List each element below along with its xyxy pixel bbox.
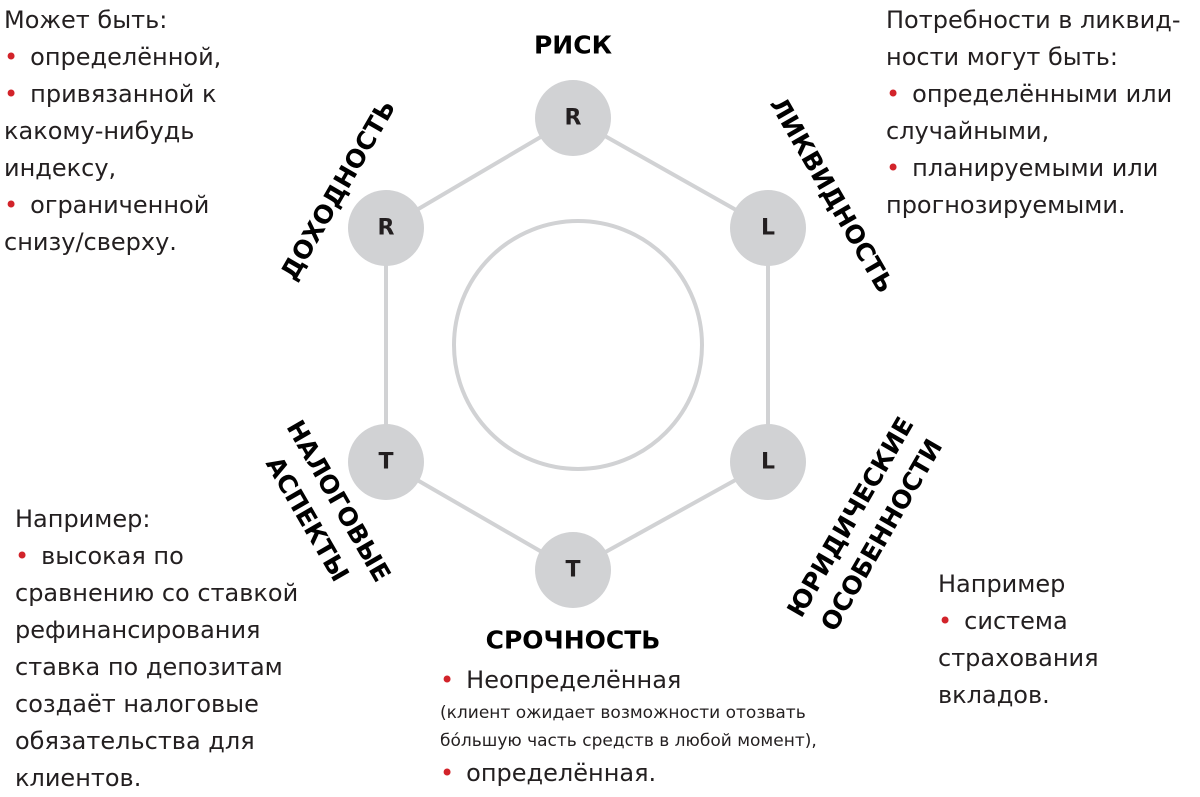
note-tax: Например: •высокая по сравнению со ставк…: [15, 501, 298, 797]
note-term-line: (клиент ожидает возможности отозвать: [440, 703, 806, 723]
bullet-icon: •: [886, 80, 901, 108]
note-term-line: •определённая.: [440, 759, 657, 787]
note-yield-line: •привязанной к: [4, 80, 217, 108]
note-legal-line: •система: [938, 607, 1068, 635]
note-yield-line: Может быть:: [4, 6, 168, 34]
note-tax-line: ставка по депозитам: [15, 653, 283, 681]
note-liquidity-line: Потребности в ликвид-: [886, 6, 1181, 34]
node-risk-letter: R: [565, 106, 582, 131]
note-liquidity-line: прогнозируемыми.: [886, 191, 1126, 219]
note-yield-line: индексу,: [4, 154, 117, 182]
note-legal-line: вкладов.: [938, 681, 1050, 709]
node-liquidity-letter: L: [761, 216, 775, 241]
note-tax-line: создаёт налоговые: [15, 690, 259, 718]
note-liquidity: Потребности в ликвид- ности могут быть: …: [886, 2, 1181, 224]
node-liquidity: L: [730, 190, 806, 266]
note-tax-line: клиентов.: [15, 764, 142, 792]
center-ring: [452, 219, 704, 471]
label-legal: ЮРИДИЧЕСКИЕ ОСОБЕННОСТИ: [781, 412, 948, 636]
note-liquidity-line: ности могут быть:: [886, 43, 1118, 71]
node-risk: R: [535, 80, 611, 156]
bullet-icon: •: [4, 80, 19, 108]
bullet-icon: •: [4, 43, 19, 71]
bullet-icon: •: [440, 666, 455, 694]
note-yield-line: какому-нибудь: [4, 117, 195, 145]
note-tax-line: Например:: [15, 505, 151, 533]
note-term: •Неопределённая (клиент ожидает возможно…: [440, 662, 817, 792]
note-term-line: •Неопределённая: [440, 666, 682, 694]
node-yield: R: [348, 190, 424, 266]
node-tax: T: [348, 424, 424, 500]
note-liquidity-line: •планируемыми или: [886, 154, 1159, 182]
note-tax-line: сравнению со ставкой: [15, 579, 299, 607]
note-yield-line: •ограниченной: [4, 191, 210, 219]
note-term-line: бóльшую часть средств в любой момент),: [440, 731, 817, 751]
bullet-icon: •: [440, 759, 455, 787]
note-tax-line: обязательства для: [15, 727, 255, 755]
node-term-letter: T: [565, 558, 580, 583]
note-legal-line: страхования: [938, 644, 1099, 672]
note-legal-line: Например: [938, 570, 1066, 598]
node-legal-letter: L: [761, 450, 775, 475]
node-legal: L: [730, 424, 806, 500]
bullet-icon: •: [938, 607, 953, 635]
note-tax-line: рефинансирования: [15, 616, 261, 644]
note-yield: Может быть: •определённой, •привязанной …: [4, 2, 221, 261]
label-term: СРОЧНОСТЬ: [486, 626, 661, 655]
bullet-icon: •: [15, 542, 30, 570]
bullet-icon: •: [886, 154, 901, 182]
note-yield-line: •определённой,: [4, 43, 222, 71]
bullet-icon: •: [4, 191, 19, 219]
note-tax-line: •высокая по: [15, 542, 184, 570]
node-term: T: [535, 532, 611, 608]
note-liquidity-line: •определёнными или: [886, 80, 1173, 108]
node-tax-letter: T: [378, 450, 393, 475]
note-liquidity-line: случайными,: [886, 117, 1050, 145]
node-yield-letter: R: [378, 216, 395, 241]
note-yield-line: снизу/сверху.: [4, 228, 177, 256]
note-legal: Например •система страхования вкладов.: [938, 566, 1099, 714]
label-risk: РИСК: [534, 31, 613, 60]
